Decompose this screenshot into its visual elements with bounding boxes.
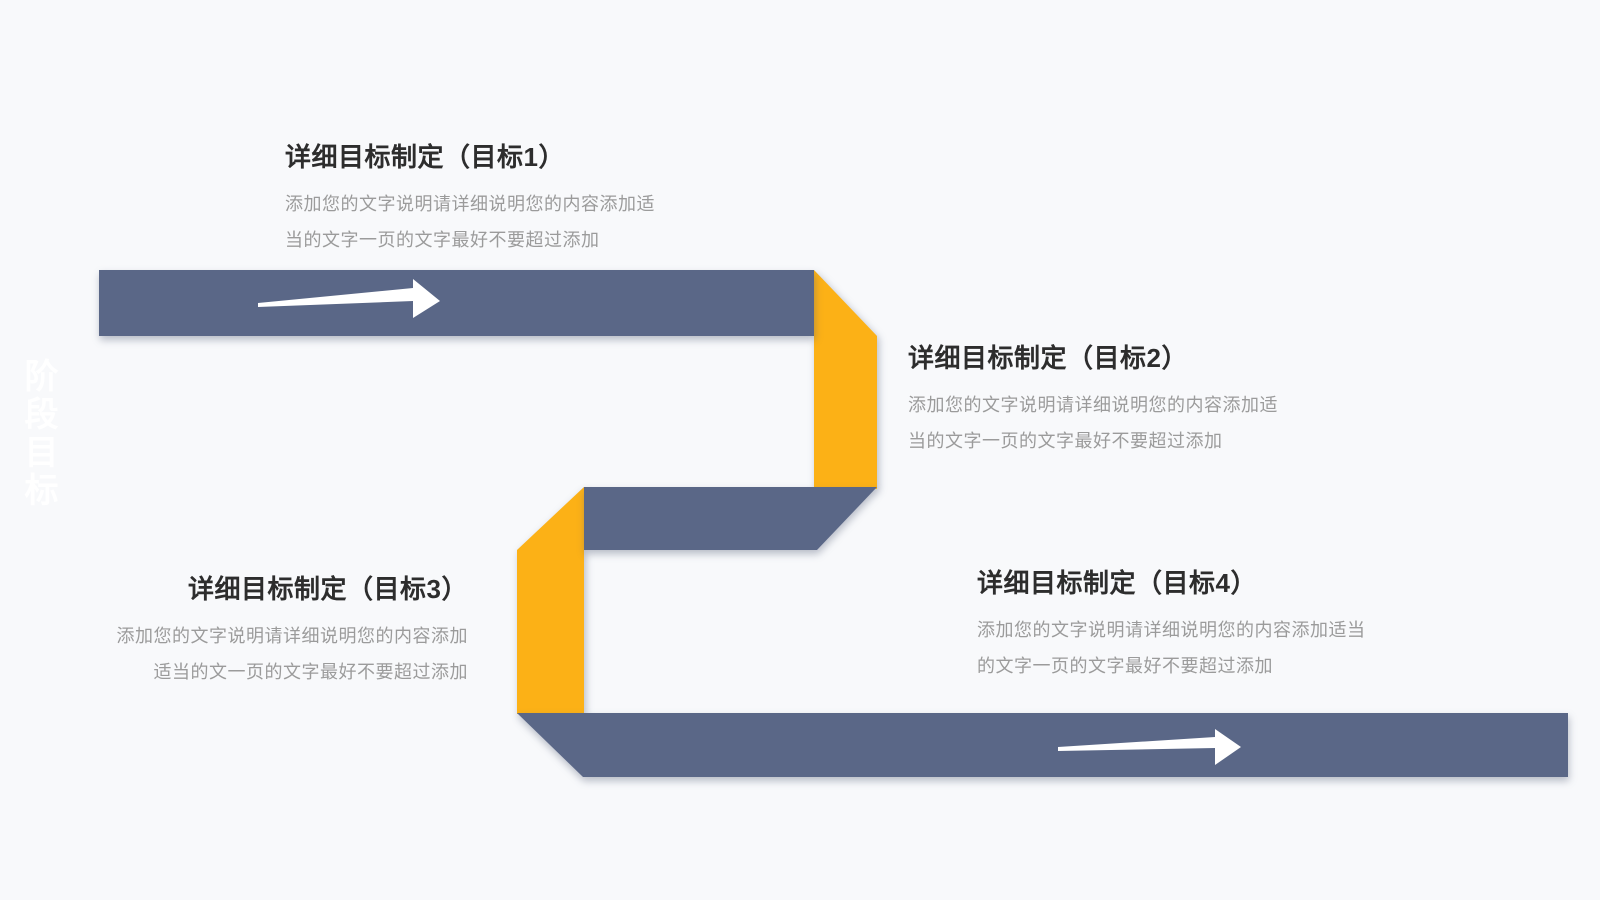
goal-1-title: 详细目标制定（目标1） [285,142,565,172]
goal-3-line-1: 添加您的文字说明请详细说明您的内容添加 [116,626,468,646]
goal-4-title: 详细目标制定（目标4） [977,568,1257,598]
ribbon-band-2 [584,487,877,550]
goal-1-line-1: 添加您的文字说明请详细说明您的内容添加适 [285,194,655,214]
goal-1-description: 添加您的文字说明请详细说明您的内容添加适 当的文字一页的文字最好不要超过添加 [285,186,765,258]
ribbon-band-3 [517,713,1568,777]
goal-3-description: 添加您的文字说明请详细说明您的内容添加 适当的文一页的文字最好不要超过添加 [0,618,468,690]
ribbon-fold-right [814,270,877,489]
goal-3-line-2: 适当的文一页的文字最好不要超过添加 [153,662,468,682]
goal-4-line-2: 的文字一页的文字最好不要超过添加 [977,656,1273,676]
goal-block-2: 详细目标制定（目标2） 添加您的文字说明请详细说明您的内容添加适 当的文字一页的… [908,341,1388,459]
goal-block-3: 详细目标制定（目标3） 添加您的文字说明请详细说明您的内容添加 适当的文一页的文… [0,572,468,690]
goal-block-1: 详细目标制定（目标1） 添加您的文字说明请详细说明您的内容添加适 当的文字一页的… [285,140,765,258]
ribbon-fold-left [517,487,584,714]
goal-3-title: 详细目标制定（目标3） [188,574,468,604]
goal-2-line-1: 添加您的文字说明请详细说明您的内容添加适 [908,395,1278,415]
goal-2-title: 详细目标制定（目标2） [908,343,1188,373]
right-arrow-icon [258,279,440,318]
goal-2-line-2: 当的文字一页的文字最好不要超过添加 [908,431,1223,451]
ribbon-band-1 [99,270,814,336]
goal-4-description: 添加您的文字说明请详细说明您的内容添加适当 的文字一页的文字最好不要超过添加 [977,612,1457,684]
goal-4-line-1: 添加您的文字说明请详细说明您的内容添加适当 [977,620,1366,640]
right-arrow-icon [1058,729,1241,765]
watermark: 阶段目标 [19,358,57,510]
goal-2-description: 添加您的文字说明请详细说明您的内容添加适 当的文字一页的文字最好不要超过添加 [908,387,1388,459]
goal-1-line-2: 当的文字一页的文字最好不要超过添加 [285,230,600,250]
goal-block-4: 详细目标制定（目标4） 添加您的文字说明请详细说明您的内容添加适当 的文字一页的… [977,566,1457,684]
